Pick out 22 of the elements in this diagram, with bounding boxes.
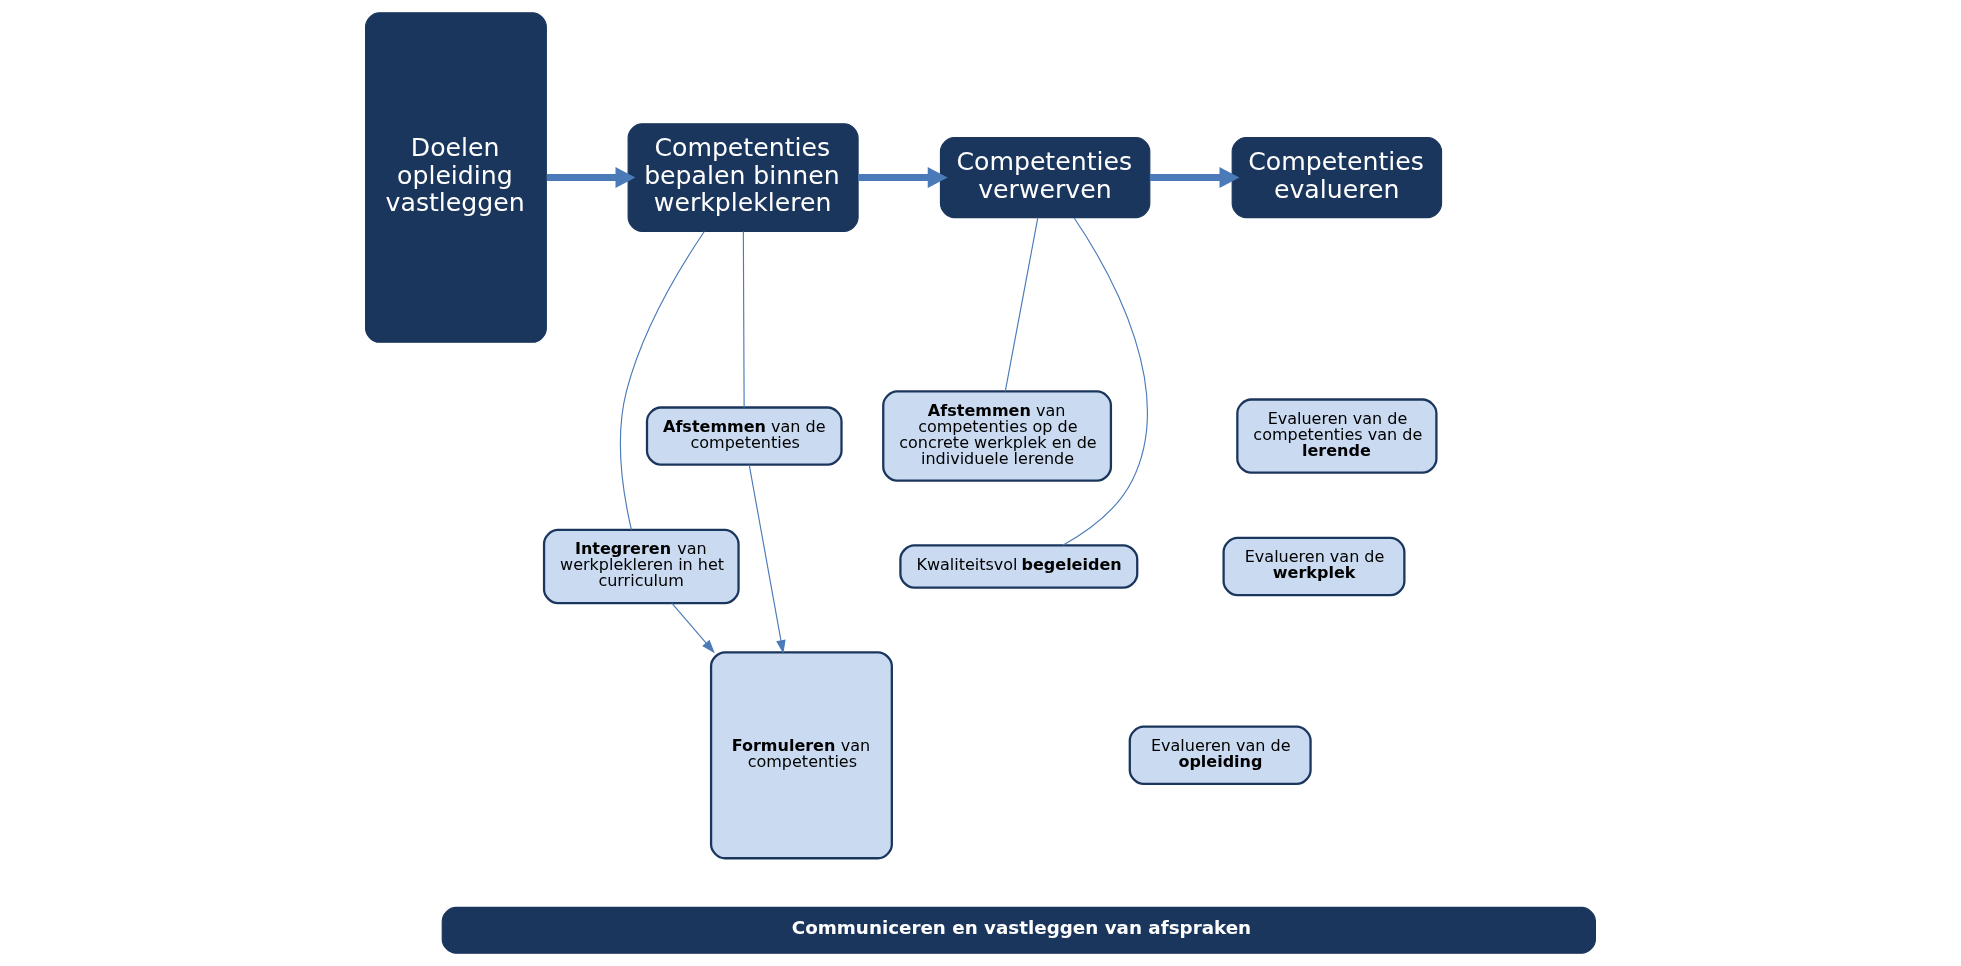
arrow [748, 464, 786, 654]
node-box: Formuleren van competenties [709, 651, 893, 860]
node-box: Evalueren van de werkplek [1222, 536, 1406, 597]
node-box: Integreren van werkplekleren in het curriculum [542, 528, 740, 605]
connector [1062, 217, 1148, 546]
arrow [1150, 167, 1240, 189]
node-box: Evalueren van de competenties van de lerende [1236, 398, 1438, 474]
node-box: Competenties verwerven [939, 136, 1151, 219]
connector [1004, 217, 1039, 392]
node-box: Communiceren en vastleggen van afspraken [441, 906, 1596, 954]
node-box: Doelen opleiding vastleggen [365, 12, 547, 343]
connector [619, 230, 705, 531]
node-box: Competenties evalueren [1231, 136, 1443, 219]
arrow [546, 167, 636, 189]
node-box: Kwaliteitsvol begeleiden [899, 544, 1139, 589]
node-box: Competenties bepalen binnen werkplekleren [627, 123, 859, 232]
connector [742, 230, 745, 409]
node-box: Evalueren van de opleiding [1128, 725, 1312, 786]
arrow [671, 602, 715, 654]
node-box: Afstemmen van de competenties [645, 406, 843, 466]
arrow [858, 167, 948, 189]
node-box: Afstemmen van competenties op de concrete werkplek en de individuele lerende [882, 390, 1113, 482]
